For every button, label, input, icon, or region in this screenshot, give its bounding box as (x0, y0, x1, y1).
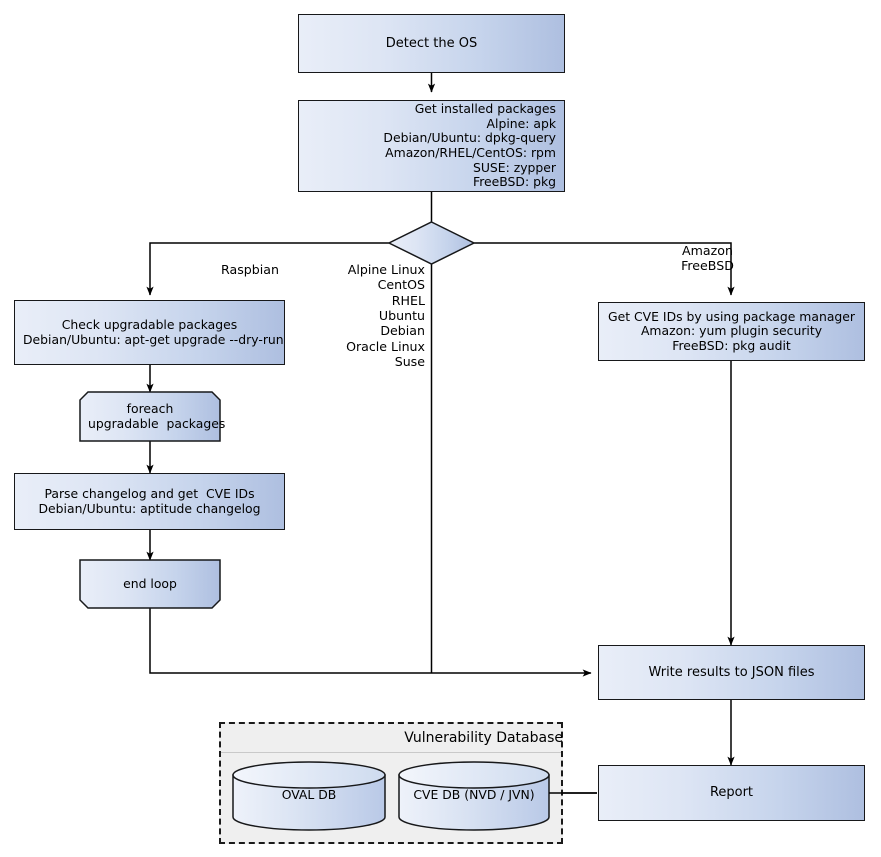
node-write-results-label: Write results to JSON files (648, 664, 815, 680)
cve-db-label: CVE DB (NVD / JVN) (413, 787, 535, 802)
edge-decision-amazon-freebsd (474, 242, 735, 296)
node-get-cve-ids-label: Get CVE IDs by using package manager Ama… (608, 308, 855, 353)
node-write-results-to-json[interactable]: Write results to JSON files (598, 645, 865, 700)
node-get-installed-packages[interactable]: Get installed packages Alpine: apk Debia… (298, 100, 565, 192)
node-detect-the-os[interactable]: Detect the OS (298, 14, 565, 73)
node-end-loop[interactable]: end loop (80, 560, 220, 608)
os-decision-diamond (387, 221, 476, 265)
node-end-loop-label: end loop (123, 575, 177, 591)
edge-endloop-to-write (149, 608, 592, 677)
end-loop-shape (79, 559, 221, 609)
edge-label-middle-os-list: Alpine Linux CentOS RHEL Ubuntu Debian O… (346, 262, 425, 370)
node-parse-changelog-label: Parse changelog and get CVE IDs Debian/U… (38, 485, 261, 516)
vulnerability-database-title: Vulnerability Database (404, 730, 563, 746)
foreach-loop-shape (79, 391, 221, 442)
node-get-installed-packages-label: Get installed packages Alpine: apk Debia… (383, 101, 556, 190)
node-report[interactable]: Report (598, 765, 865, 821)
node-check-upgradable-packages-label: Check upgradable packages Debian/Ubuntu:… (23, 316, 284, 347)
edge-label-raspbian: Raspbian (221, 262, 279, 277)
node-check-upgradable-packages[interactable]: Check upgradable packages Debian/Ubuntu:… (14, 300, 285, 365)
node-report-label: Report (709, 785, 754, 801)
group-title-divider (221, 752, 561, 753)
oval-db-label: OVAL DB (281, 787, 337, 802)
node-parse-changelog[interactable]: Parse changelog and get CVE IDs Debian/U… (14, 473, 285, 530)
cve-db-cylinder-top (398, 761, 550, 831)
node-foreach-label: foreach upgradable packages (88, 400, 226, 431)
node-detect-the-os-label: Detect the OS (385, 35, 478, 51)
oval-db-cylinder-top (232, 761, 386, 831)
edge-decision-raspbian (146, 242, 389, 296)
node-get-cve-ids-package-manager[interactable]: Get CVE IDs by using package manager Ama… (598, 302, 865, 361)
edge-label-amazon-freebsd: Amazon FreeBSD (681, 243, 734, 274)
node-foreach-upgradable-packages[interactable]: foreach upgradable packages (80, 392, 226, 441)
